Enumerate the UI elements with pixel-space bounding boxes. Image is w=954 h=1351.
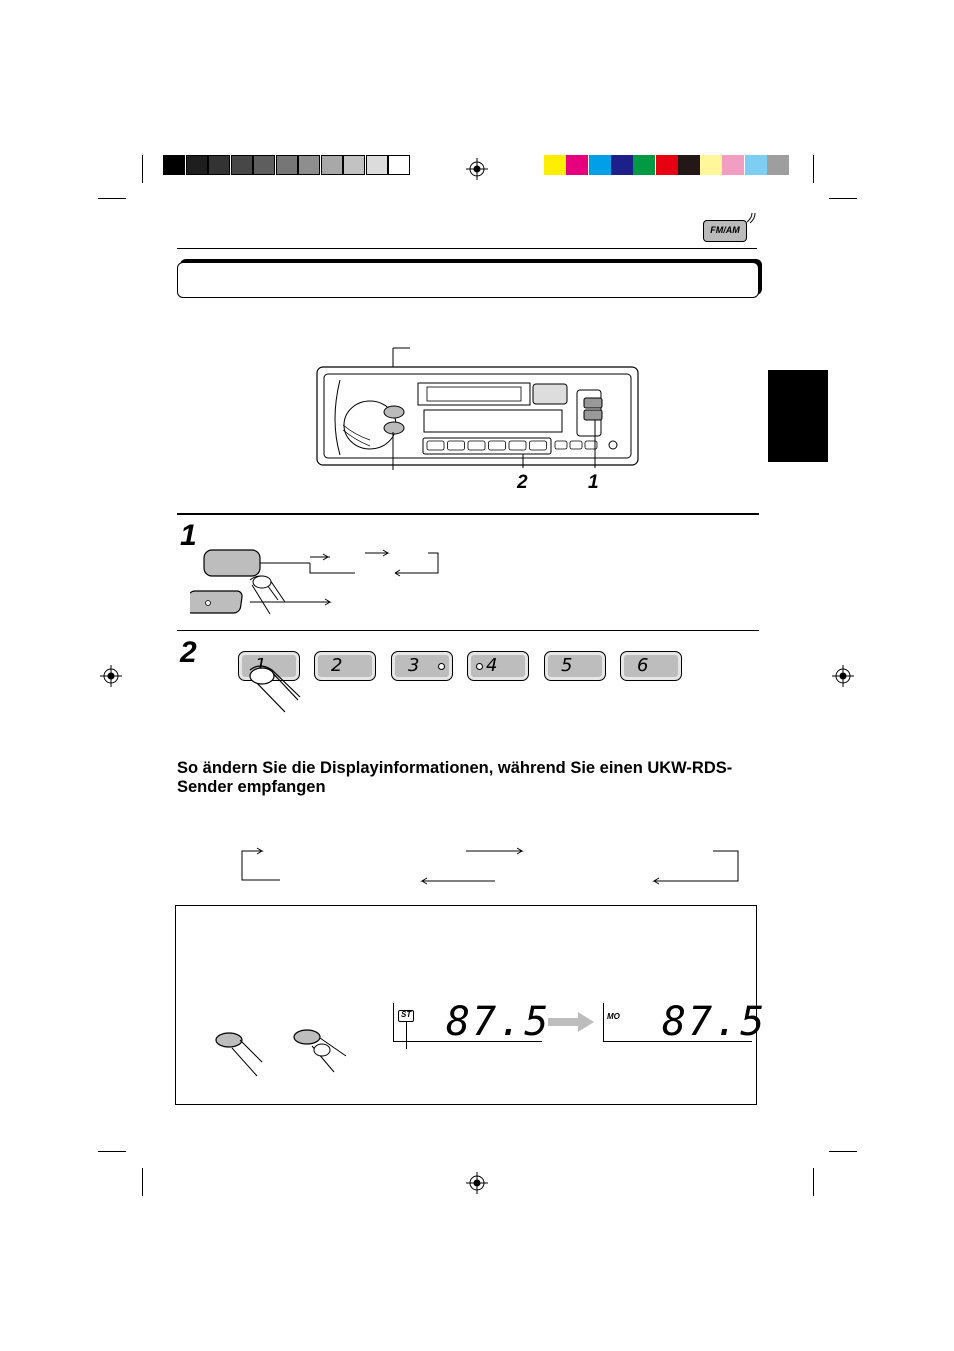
st-callout-line: [406, 1021, 407, 1049]
lcd-left-frame: [393, 1003, 542, 1042]
gray-swatch: [208, 155, 230, 175]
faceplate-preset-key: [447, 440, 465, 451]
step-2-number: 2: [180, 636, 197, 669]
fm-am-band-icon: FM/AM: [703, 220, 747, 242]
gray-swatch: [163, 155, 185, 175]
crop-mark: [142, 155, 143, 183]
step-1-number: 1: [180, 519, 197, 552]
gray-swatch: [388, 155, 410, 175]
step-2-rule: [177, 630, 759, 631]
gray-swatch: [275, 155, 298, 175]
registration-mark-top: [466, 158, 488, 180]
faceplate-preset-key: [488, 440, 506, 451]
language-tab: [768, 370, 828, 462]
gray-swatch: [365, 155, 388, 175]
color-swatch: [588, 155, 611, 175]
callout-2: 2: [517, 472, 528, 493]
gray-swatch: [298, 155, 320, 175]
preset-button-5[interactable]: 5: [544, 651, 606, 681]
faceplate-preset-key: [426, 440, 445, 451]
registration-mark-right: [832, 665, 854, 687]
faceplate-preset-key: [508, 440, 527, 451]
mono-indicator: MO: [607, 1012, 620, 1021]
color-swatch: [544, 155, 566, 175]
preset-button-6[interactable]: 6: [620, 651, 682, 681]
radio-faceplate-diagram: [316, 347, 639, 470]
display-example-box: [175, 905, 757, 1105]
crop-mark: [142, 1168, 143, 1196]
step-1-rule: [177, 513, 759, 515]
preset-button-3[interactable]: 3: [391, 651, 453, 681]
registration-mark-left: [100, 665, 122, 687]
color-swatch: [700, 155, 723, 175]
header-rule: [177, 248, 757, 249]
transition-arrow: [548, 1012, 594, 1032]
finger-press-icon: [249, 665, 301, 713]
crop-mark: [829, 198, 857, 199]
registration-mark-bottom: [466, 1172, 488, 1194]
mode-buttons-illustration: [215, 1029, 347, 1077]
stereo-indicator: ST: [401, 1010, 412, 1019]
lcd-right-frame: [603, 1003, 752, 1042]
color-swatch: [744, 155, 767, 175]
color-swatch: [566, 155, 589, 175]
preset-button-2[interactable]: 2: [314, 651, 376, 681]
color-swatch: [610, 155, 633, 175]
frequency-display-right: 87.5: [662, 999, 767, 1045]
radio-wave-icon: [746, 212, 756, 224]
frequency-display-left: 87.5: [446, 999, 551, 1045]
gray-swatch: [185, 155, 208, 175]
faceplate-preset-key: [467, 440, 486, 451]
crop-mark: [829, 1151, 857, 1152]
crop-mark: [98, 198, 126, 199]
crop-mark: [813, 1168, 814, 1196]
color-swatch: [722, 155, 745, 175]
crop-mark: [813, 155, 814, 183]
indicator-dot: [476, 663, 483, 670]
faceplate-preset-key: [529, 440, 547, 451]
color-swatch: [677, 155, 700, 175]
gray-swatch: [320, 155, 343, 175]
preset-button-4[interactable]: 4: [467, 651, 529, 681]
crop-mark: [98, 1151, 126, 1152]
section-title-box: [177, 262, 759, 298]
color-swatch: [767, 155, 789, 175]
color-swatch: [655, 155, 678, 175]
color-swatch: [633, 155, 656, 175]
gray-swatch: [230, 155, 253, 175]
step-1-illustration: [190, 549, 439, 615]
display-cycle-arrows: [241, 847, 739, 885]
indicator-dot: [438, 663, 445, 670]
gray-swatch: [343, 155, 365, 175]
callout-1: 1: [588, 472, 599, 493]
section-heading: So ändern Sie die Displayinformationen, …: [177, 759, 733, 796]
gray-swatch: [253, 155, 275, 175]
